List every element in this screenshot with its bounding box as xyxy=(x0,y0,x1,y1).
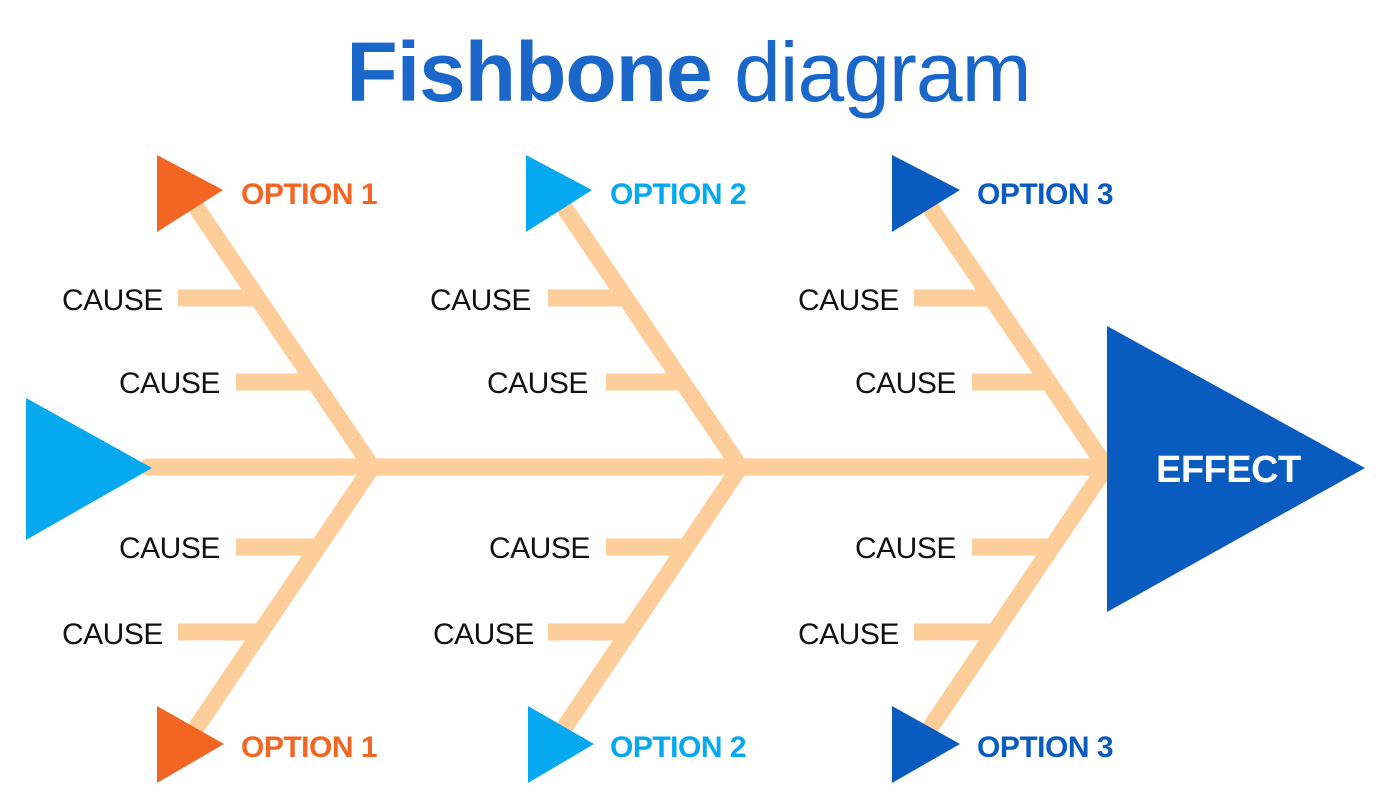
option-2-bottom-triangle-icon xyxy=(528,706,594,783)
cause-bottom-1-a: CAUSE xyxy=(119,532,220,565)
page-title: Fishbone diagram xyxy=(0,22,1377,122)
option-3-top-label: OPTION 3 xyxy=(977,178,1113,211)
effect-label: EFFECT xyxy=(1156,449,1301,491)
option-1-bottom-triangle-icon xyxy=(157,706,224,783)
rib-top-3 xyxy=(923,201,1115,476)
rib-top-1 xyxy=(189,201,381,476)
rib-bottom-2 xyxy=(557,458,749,734)
option-1-top-triangle-icon xyxy=(157,155,223,232)
cause-bottom-3-b: CAUSE xyxy=(798,618,899,651)
cause-bottom-2-b: CAUSE xyxy=(433,618,534,651)
cause-top-3-b: CAUSE xyxy=(855,367,956,400)
title-bold-part: Fishbone xyxy=(346,25,712,119)
cause-top-3-a: CAUSE xyxy=(798,284,899,317)
option-3-bottom-label: OPTION 3 xyxy=(977,731,1113,764)
effect-head-triangle xyxy=(1107,326,1365,612)
title-light-part: diagram xyxy=(734,25,1031,119)
cause-top-1-b: CAUSE xyxy=(119,367,220,400)
option-2-top-label: OPTION 2 xyxy=(610,178,746,211)
option-3-top-triangle-icon xyxy=(892,155,960,232)
rib-top-2 xyxy=(557,201,749,476)
cause-top-2-a: CAUSE xyxy=(430,284,531,317)
option-3-bottom-triangle-icon xyxy=(892,706,960,783)
option-2-top-triangle-icon xyxy=(526,155,592,232)
option-2-bottom-label: OPTION 2 xyxy=(610,731,746,764)
rib-bottom-3 xyxy=(923,458,1115,734)
cause-bottom-2-a: CAUSE xyxy=(489,532,590,565)
cause-bottom-3-a: CAUSE xyxy=(855,532,956,565)
cause-bottom-1-b: CAUSE xyxy=(62,618,163,651)
rib-bottom-1 xyxy=(189,458,381,734)
cause-top-2-b: CAUSE xyxy=(487,367,588,400)
option-1-top-label: OPTION 1 xyxy=(241,178,377,211)
tail-triangle-icon xyxy=(26,398,152,540)
cause-top-1-a: CAUSE xyxy=(62,284,163,317)
option-1-bottom-label: OPTION 1 xyxy=(241,731,377,764)
